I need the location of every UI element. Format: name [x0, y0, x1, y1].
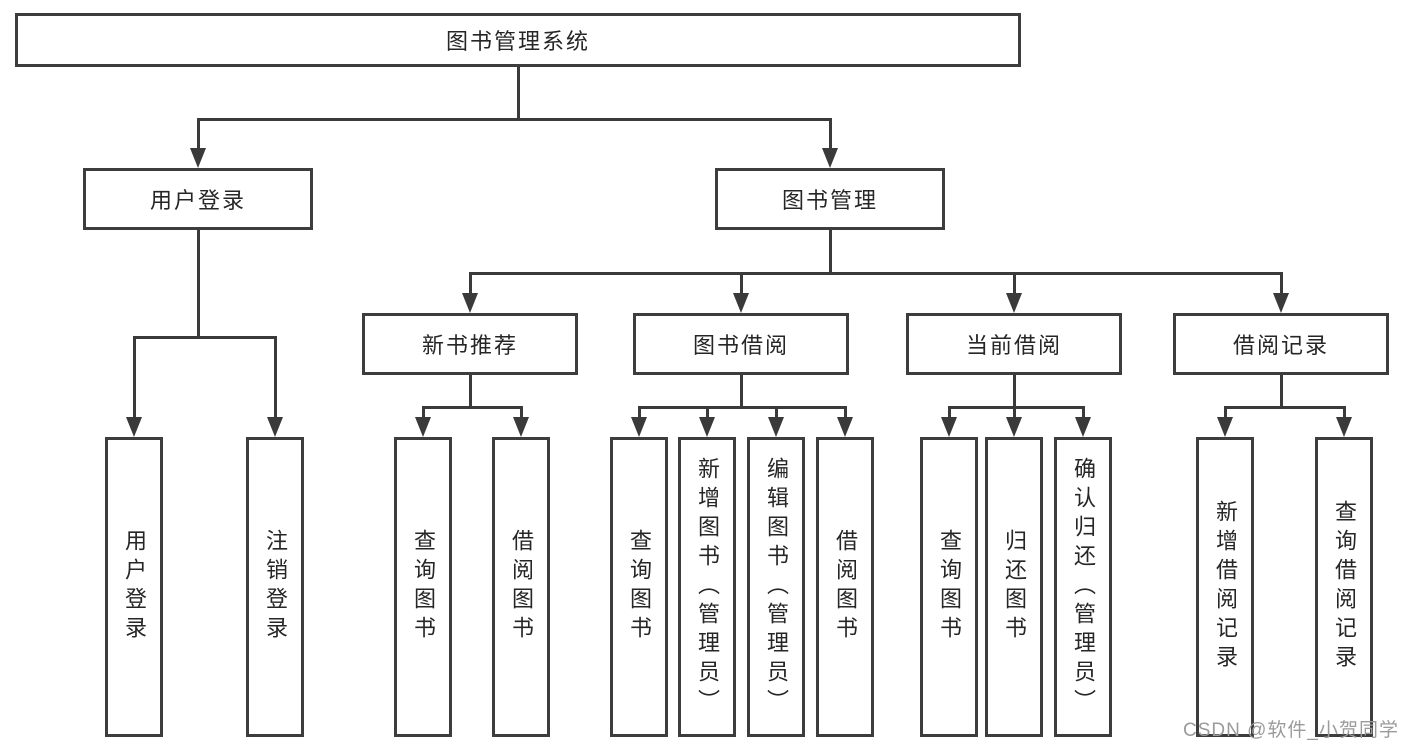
arrow-to-newrec-borrow	[513, 417, 529, 437]
node-book-management: 图书管理	[715, 168, 945, 230]
connector-l3-drop-1	[469, 272, 472, 297]
node-new-book-recommend: 新书推荐	[362, 313, 578, 375]
arrow-to-current-return	[1006, 417, 1022, 437]
leaf-current-query-book: 查询图书	[920, 437, 978, 737]
leaf-current-return-book: 归还图书	[985, 437, 1043, 737]
arrow-to-leaf-logout	[267, 417, 283, 437]
connector-bookmgmt-stub	[829, 230, 832, 274]
connector-l3-drop-3	[1013, 272, 1016, 297]
connector-borrow-c1	[638, 406, 641, 422]
connector-borrow-c4	[844, 406, 847, 422]
leaf-current-confirm-return: 确认归还（管理员）	[1054, 437, 1112, 737]
arrow-to-new-book-recommend	[462, 293, 478, 313]
connector-borrow-stub	[740, 375, 743, 408]
arrow-to-borrow-add	[699, 417, 715, 437]
connector-level3-rail	[469, 272, 1282, 275]
connector-bookmgmt-drop	[829, 118, 832, 152]
connector-userlogin-c2	[274, 336, 277, 420]
leaf-borrow-edit-book: 编辑图书（管理员）	[747, 437, 805, 737]
connector-userlogin-rail	[133, 336, 276, 339]
connector-current-stub	[1013, 375, 1016, 408]
arrow-to-user-login	[190, 148, 206, 168]
arrow-to-borrow-borrow	[837, 417, 853, 437]
connector-newrec-rail	[422, 406, 522, 409]
node-book-borrow: 图书借阅	[633, 313, 849, 375]
leaf-user-login: 用户登录	[105, 437, 163, 737]
arrow-to-current-borrow	[1006, 293, 1022, 313]
arrow-to-borrow-query	[631, 417, 647, 437]
connector-records-c2	[1343, 406, 1346, 422]
connector-newrec-c1	[422, 406, 425, 422]
connector-l3-drop-4	[1280, 272, 1283, 297]
connector-borrow-rail	[638, 406, 846, 409]
connector-current-c2	[1013, 406, 1016, 422]
arrow-to-borrow-records	[1273, 293, 1289, 313]
connector-userlogin-drop	[197, 118, 200, 152]
connector-borrow-c3	[775, 406, 778, 422]
node-current-borrow: 当前借阅	[906, 313, 1122, 375]
connector-current-c3	[1082, 406, 1085, 422]
connector-records-stub	[1280, 375, 1283, 408]
connector-userlogin-c1	[133, 336, 136, 420]
connector-newrec-stub	[469, 375, 472, 408]
connector-l3-drop-2	[740, 272, 743, 297]
arrow-to-records-query	[1336, 417, 1352, 437]
arrow-to-records-add	[1217, 417, 1233, 437]
leaf-borrow-borrow-book: 借阅图书	[816, 437, 874, 737]
connector-records-c1	[1224, 406, 1227, 422]
arrow-to-borrow-edit	[768, 417, 784, 437]
node-user-login: 用户登录	[83, 168, 313, 230]
leaf-newrec-borrow-book: 借阅图书	[492, 437, 550, 737]
connector-root-stub	[517, 66, 520, 121]
leaf-records-add-record: 新增借阅记录	[1196, 437, 1254, 737]
leaf-newrec-query-book: 查询图书	[394, 437, 452, 737]
arrow-to-book-borrow	[733, 293, 749, 313]
leaf-borrow-query-book: 查询图书	[610, 437, 668, 737]
leaf-borrow-add-book: 新增图书（管理员）	[678, 437, 736, 737]
connector-newrec-c2	[520, 406, 523, 422]
node-borrow-records: 借阅记录	[1173, 313, 1389, 375]
leaf-logout: 注销登录	[246, 437, 304, 737]
connector-borrow-c2	[706, 406, 709, 422]
arrow-to-newrec-query	[415, 417, 431, 437]
arrow-to-current-query	[941, 417, 957, 437]
leaf-records-query-record: 查询借阅记录	[1315, 437, 1373, 737]
connector-level2-rail	[197, 118, 831, 121]
arrow-to-leaf-user-login	[126, 417, 142, 437]
connector-current-rail	[948, 406, 1084, 409]
arrow-to-book-management	[822, 148, 838, 168]
node-root: 图书管理系统	[15, 13, 1021, 67]
arrow-to-current-confirm	[1075, 417, 1091, 437]
connector-records-rail	[1224, 406, 1345, 409]
connector-userlogin-stub	[197, 230, 200, 338]
connector-current-c1	[948, 406, 951, 422]
watermark-text: CSDN @软件_小贺同学	[1183, 720, 1399, 741]
